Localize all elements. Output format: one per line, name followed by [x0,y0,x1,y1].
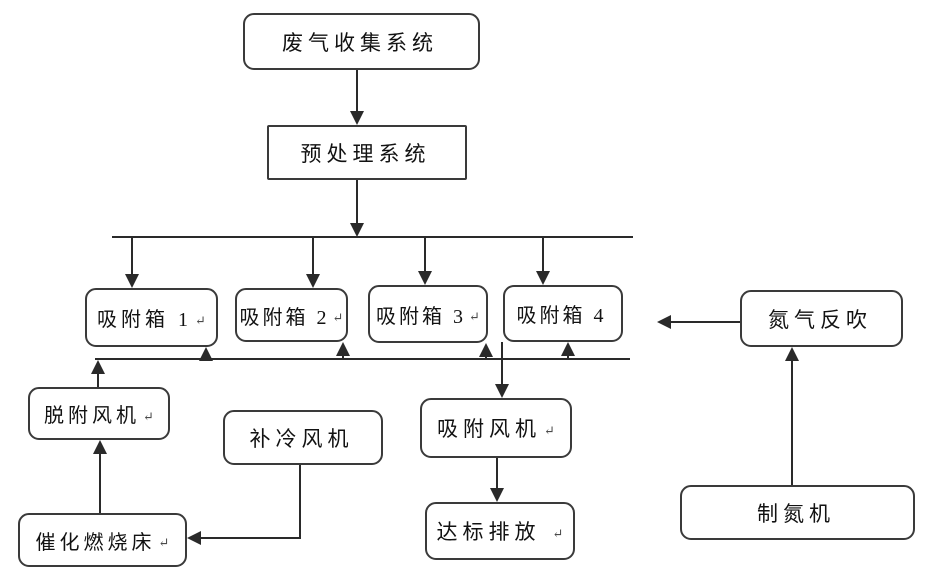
arrowhead-down-icon [306,274,320,288]
arrowhead-left-icon [187,531,201,545]
node-label: 补冷风机 [249,426,354,451]
arrow-manifold-to-box4 [542,238,544,272]
arrowhead-down-icon [490,488,504,502]
arrowhead-down-icon [350,111,364,125]
arrow-return-to-box1 [199,347,213,361]
node-label: 催化燃烧床 [35,531,156,554]
arrow-return-to-box4-stub [567,356,569,360]
return-mark: ↵ [195,312,206,328]
arrow-manifold-to-box2 [312,238,314,275]
arrowhead-down-icon [350,223,364,237]
node-label: 预处理系统 [300,141,431,166]
arrow-generator-to-backblow-head [785,347,799,361]
arrow-return-to-box3-stub [485,357,487,360]
arrow-return-to-box2-stub [342,356,344,360]
return-mark: ↵ [158,535,170,550]
arrowhead-down-icon [418,271,432,285]
arrow-return-to-box2 [336,342,350,356]
arrowhead-down-icon [125,274,139,288]
return-mark: ↵ [552,526,564,541]
node-label: 吸附风机 [437,417,542,441]
arrow-manifold-to-box3 [424,238,426,272]
node-label: 吸附箱 3 [376,305,467,328]
return-mark: ↵ [469,309,480,324]
arrowhead-down-icon [495,384,509,398]
node-nitrogen-backblow: 氮气反吹 [740,290,903,347]
node-label: 制氮机 [757,501,835,526]
node-label: 脱附风机 [44,405,141,427]
arrow-collection-to-pretreatment [356,70,358,112]
arrow-manifold-to-box1 [131,238,133,275]
node-adsorption-box-2: 吸附箱 2↵ [235,288,348,342]
node-adsorption-box-4: 吸附箱 4 [503,285,623,342]
node-label: 吸附箱 4 [516,305,607,327]
supply-manifold-line [112,236,633,238]
node-label: 吸附箱 2 [239,306,330,329]
arrow-generator-to-backblow [791,361,793,485]
return-manifold-line [95,358,630,360]
node-adsorption-box-1: 吸附箱 1↵ [85,288,218,347]
arrow-adsorption-fan-to-discharge [496,458,498,489]
arrowhead-left-icon [657,315,671,329]
arrow-desorption-fan-to-return [91,360,105,374]
node-adsorption-box-3: 吸附箱 3↵ [368,285,488,343]
return-mark: ↵ [143,408,154,424]
return-mark: ↵ [332,310,344,325]
arrowhead-down-icon [536,271,550,285]
node-label: 吸附箱 1 [97,309,193,331]
node-nitrogen-generator: 制氮机 [680,485,915,540]
arrow-backblow-to-box4 [671,321,740,323]
node-compliant-discharge: 达标排放 ↵ [425,502,575,560]
node-desorption-fan: 脱附风机↵ [28,387,170,440]
node-catalytic-bed: 催化燃烧床↵ [18,513,187,567]
node-label: 达标排放 [436,520,541,544]
arrow-catalytic-bed-to-desorption-fan-head [93,440,107,454]
arrow-box4-to-adsorption-fan [501,342,503,385]
node-waste-gas-collection: 废气收集系统 [243,13,480,70]
connector-cooling-fan-down [299,465,301,539]
arrow-pretreatment-to-manifold [356,180,358,224]
node-label: 氮气反吹 [768,307,872,332]
connector-cooling-fan-left [201,537,300,539]
arrow-return-to-box3 [479,343,493,357]
arrow-desorption-fan-to-return-stub [97,374,99,387]
arrow-catalytic-bed-to-desorption-fan [99,454,101,513]
node-label: 废气收集系统 [282,30,438,55]
return-mark: ↵ [544,423,555,438]
node-adsorption-fan: 吸附风机↵ [420,398,572,458]
node-pretreatment: 预处理系统 [267,125,467,180]
node-cooling-fan: 补冷风机 [223,410,383,465]
arrow-return-to-box4 [561,342,575,356]
